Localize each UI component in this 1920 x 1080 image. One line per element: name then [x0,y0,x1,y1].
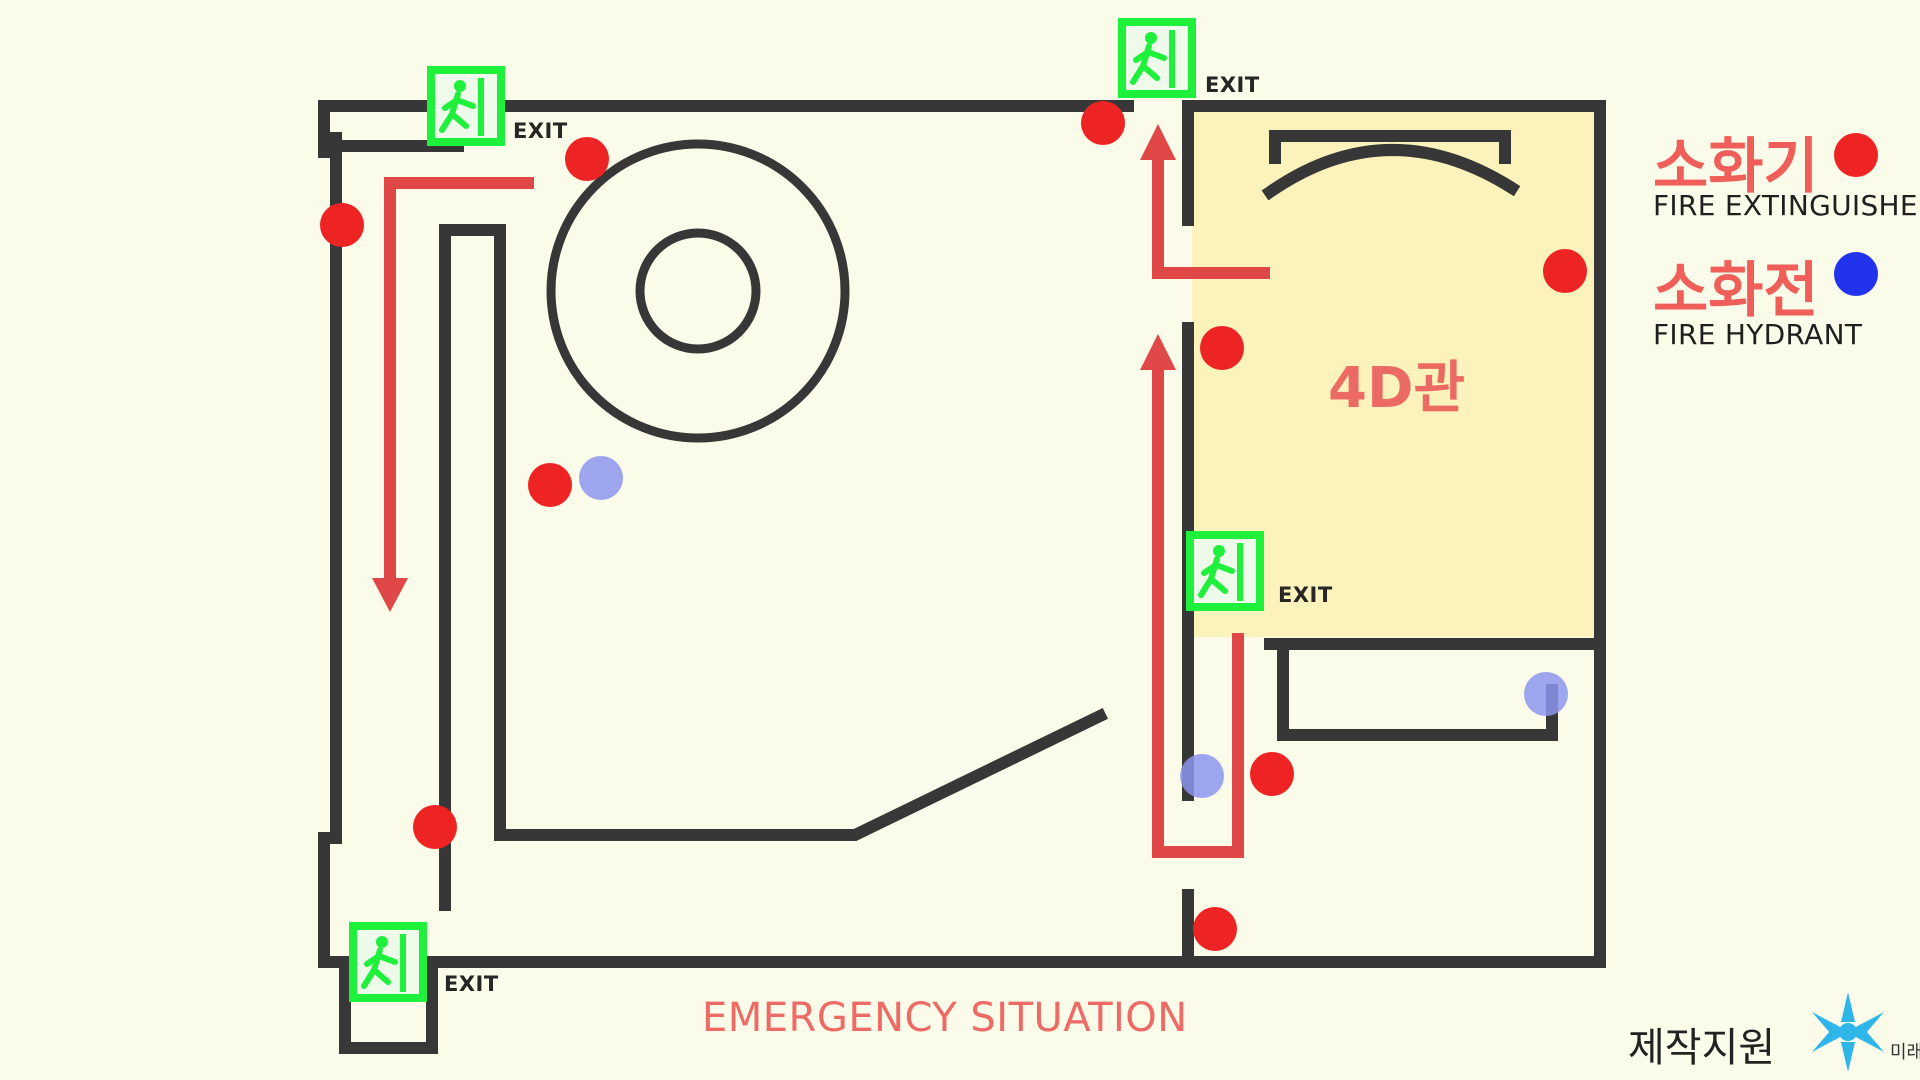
extinguisher-marker [1193,907,1237,951]
legend-extinguisher-label-en: FIRE EXTINGUISHER [1653,189,1920,222]
hydrant-marker [579,456,623,500]
arrowhead-down [372,578,408,612]
hydrant-markers [579,456,1568,798]
extinguisher-marker [320,203,364,247]
exit-sign-icon [349,922,427,1002]
route-arrowheads [372,124,1176,612]
exit-label: EXIT [513,119,568,143]
extinguisher-markers [320,101,1587,951]
extinguisher-marker [528,463,572,507]
extinguisher-marker [1081,101,1125,145]
exit-sign-icon [1118,18,1196,98]
room-4d-label: 4D관 [1328,356,1465,421]
credit-partial-text: 미래 [1890,1042,1920,1063]
legend-extinguisher-label-ko: 소화기 [1653,132,1819,202]
escalator-outer-circle [546,139,850,443]
exit-sign-icon [427,66,505,146]
extinguisher-marker [1543,249,1587,293]
legend-hydrant-label-en: FIRE HYDRANT [1653,318,1863,351]
legend-hydrant-dot [1834,252,1878,296]
route-right-loop [1152,370,1244,858]
arrowhead-up-top [1140,124,1176,160]
credit-logo-icon [1812,992,1884,1072]
exit-signs [349,18,1264,1002]
extinguisher-marker [565,137,609,181]
exit-label: EXIT [444,972,499,996]
exit-label: EXIT [1205,73,1260,97]
hydrant-marker [1180,754,1224,798]
emergency-situation-title: EMERGENCY SITUATION [702,995,1188,1041]
arrowhead-up-middle [1140,334,1176,370]
exit-label: EXIT [1278,583,1333,607]
evacuation-routes [384,152,1270,858]
route-left [384,177,534,583]
extinguisher-marker [1200,326,1244,370]
legend-hydrant-label-ko: 소화전 [1653,256,1819,326]
credit-label: 제작지원 [1628,1025,1776,1071]
escalator-inner-circle [635,228,761,354]
exit-sign-icon [1186,531,1264,611]
extinguisher-marker [1250,752,1294,796]
legend-extinguisher-dot [1834,133,1878,177]
hydrant-marker [1524,672,1568,716]
route-top-right [1152,152,1270,279]
extinguisher-marker [413,805,457,849]
